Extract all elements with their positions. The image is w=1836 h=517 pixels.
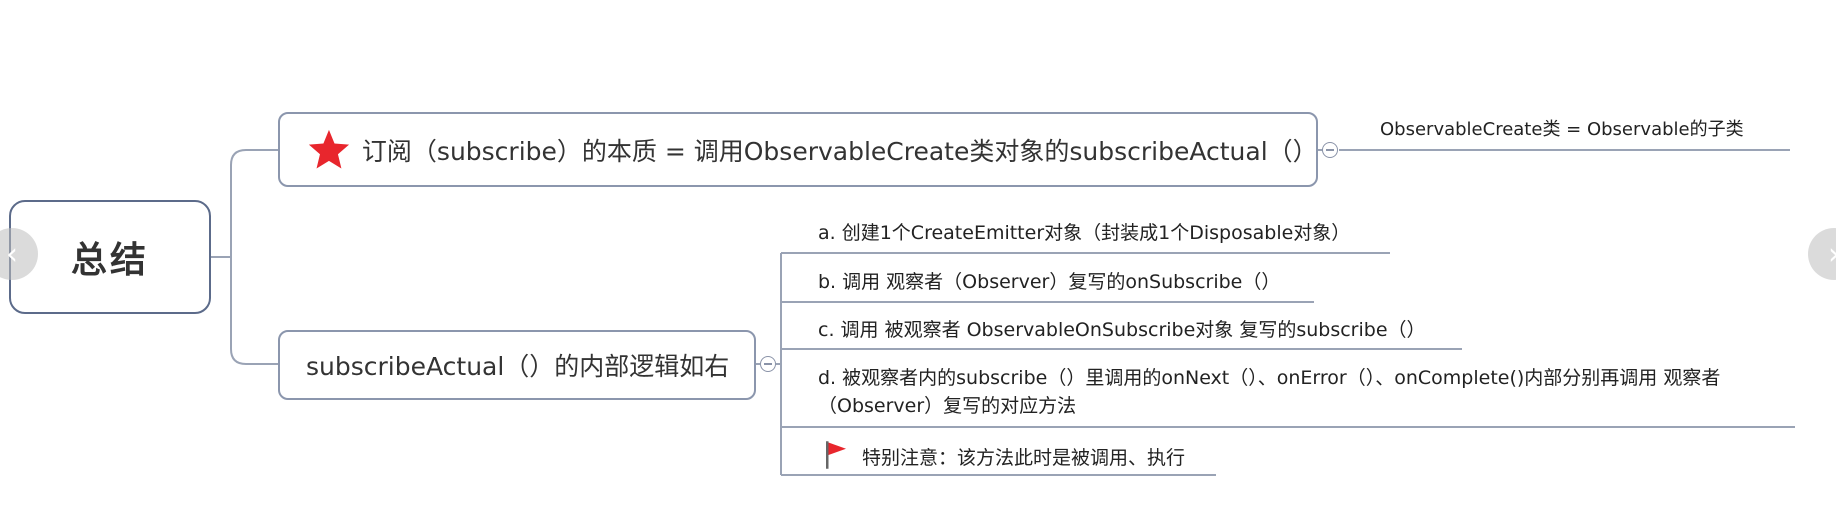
flag-icon <box>826 441 846 469</box>
branch-label: subscribeActual（）的内部逻辑如右 <box>306 352 730 381</box>
leaf-node[interactable]: a. 创建1个CreateEmitter对象（封装成1个Disposable对象… <box>818 222 1351 244</box>
chevron-right-icon: › <box>1828 237 1836 272</box>
branch-node-subscribe-actual[interactable]: subscribeActual（）的内部逻辑如右 <box>278 330 756 400</box>
root-node[interactable]: 总结 <box>9 200 211 314</box>
branch-label: 订阅（subscribe）的本质 = 调用ObservableCreate类对象… <box>361 136 1318 166</box>
collapse-toggle[interactable] <box>760 356 776 372</box>
star-icon <box>308 129 350 169</box>
branch-node-subscribe-essence[interactable]: 订阅（subscribe）的本质 = 调用ObservableCreate类对象… <box>278 112 1318 187</box>
collapse-toggle[interactable] <box>1322 142 1338 158</box>
chevron-left-icon: ‹ <box>6 236 18 272</box>
leaf-node[interactable]: b. 调用 观察者（Observer）复写的onSubscribe（） <box>818 271 1281 293</box>
root-label: 总结 <box>70 240 149 281</box>
leaf-node[interactable]: ObservableCreate类 = Observable的子类 <box>1380 119 1744 140</box>
leaf-node[interactable]: c. 调用 被观察者 ObservableOnSubscribe对象 复写的su… <box>818 319 1426 341</box>
leaf-node[interactable]: d. 被观察者内的subscribe（）里调用的onNext（）、onError… <box>818 367 1721 417</box>
leaf-node[interactable]: 特别注意：该方法此时是被调用、执行 <box>822 440 1185 472</box>
